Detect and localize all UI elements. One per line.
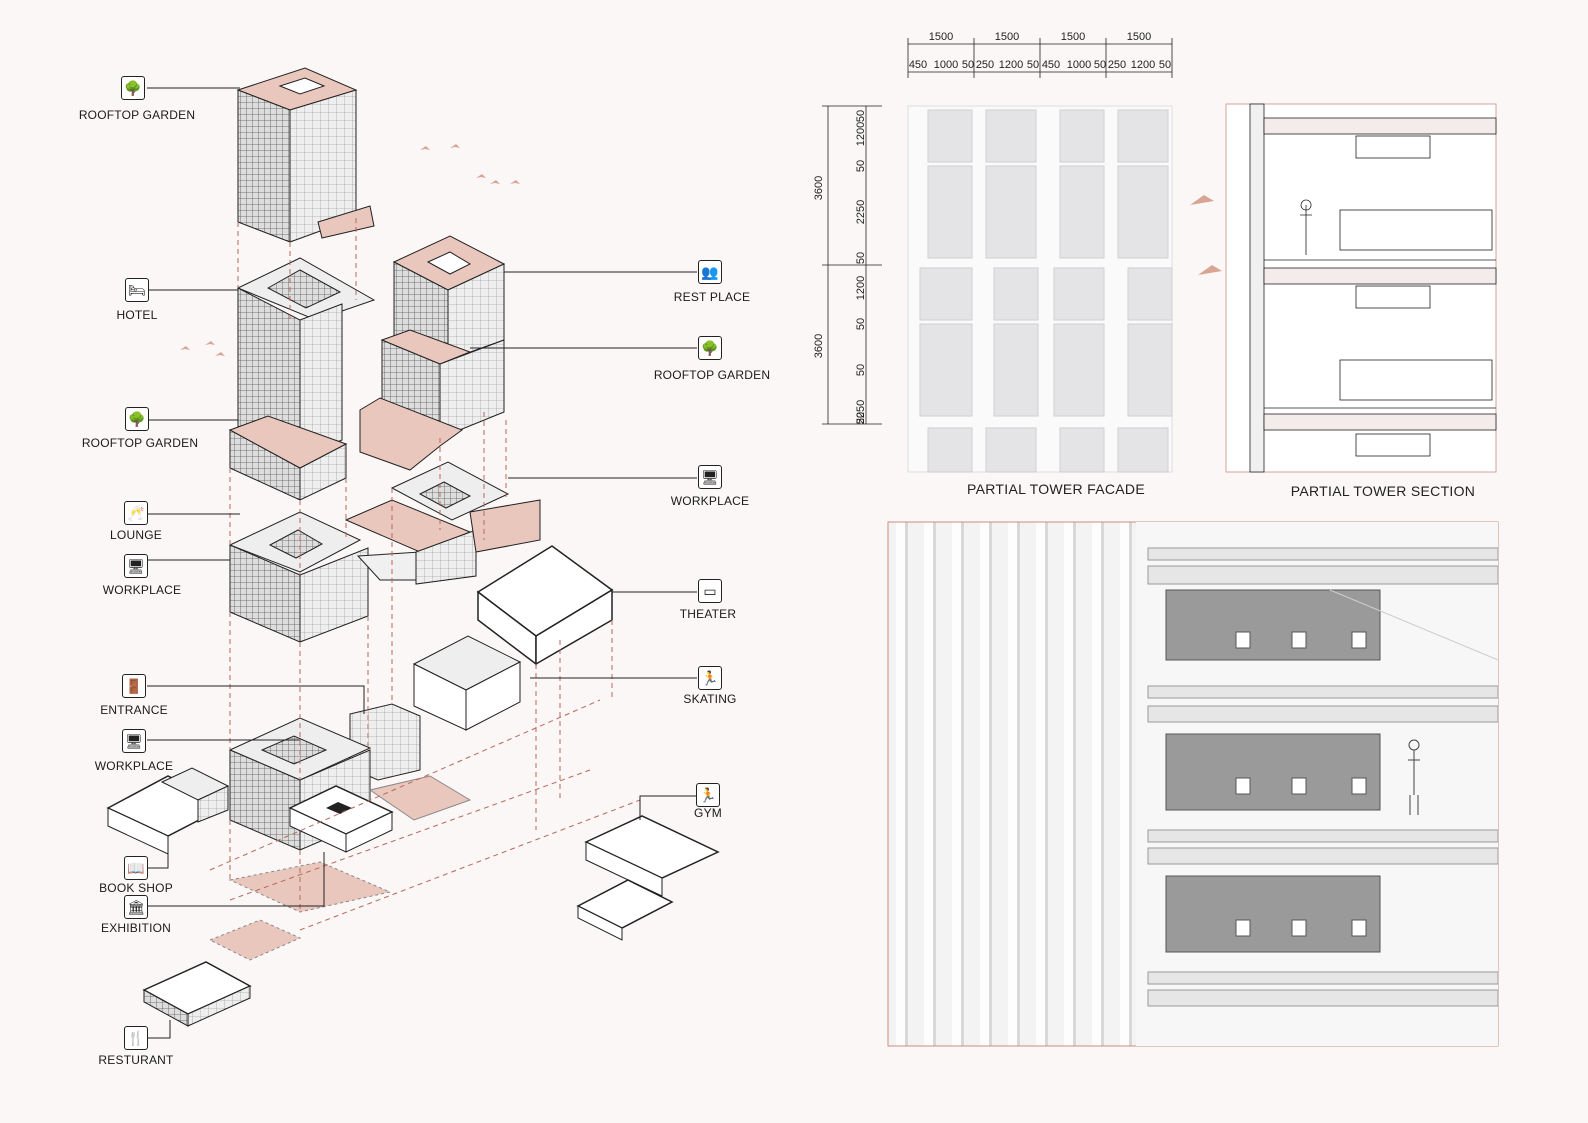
dimension-value: 50	[962, 59, 974, 71]
runner-icon: 🏃	[698, 666, 722, 690]
label-hotel: HOTEL	[116, 308, 158, 322]
dashed-guides	[209, 218, 641, 931]
label-entrance: ENTRANCE	[100, 703, 168, 717]
exhibition-icon: 🏛	[124, 895, 148, 919]
dimension-value: 1500	[1127, 31, 1151, 43]
label-lounge: LOUNGE	[110, 528, 162, 542]
bed-icon: 🛏	[125, 278, 149, 302]
cutlery-icon: 🍴	[124, 1026, 148, 1050]
dimension-value: 1000	[934, 59, 958, 71]
dimension-value: 3600	[813, 176, 825, 200]
dimension-value: 50	[1027, 59, 1039, 71]
runner-icon: 🏃	[696, 783, 720, 807]
dimension-value: 1200	[999, 59, 1023, 71]
dimension-value: 50	[855, 412, 867, 424]
label-theater: THEATER	[679, 607, 737, 621]
dimension-value: 50	[1094, 59, 1106, 71]
leader-lines	[147, 87, 697, 1039]
dimension-value: 1200	[855, 122, 867, 146]
dimension-value: 50	[1159, 59, 1171, 71]
label-workplace-lower: WORKPLACE	[94, 759, 174, 773]
facade-elevation	[907, 105, 1173, 473]
people-icon: 👥	[698, 260, 722, 284]
dimension-value: 1500	[1061, 31, 1085, 43]
label-rooftop-garden-left: ROOFTOP GARDEN	[81, 436, 199, 450]
tree-icon: 🌳	[698, 336, 722, 360]
desk-icon: 🖥	[122, 729, 146, 753]
label-rooftop-garden-top: ROOFTOP GARDEN	[78, 108, 196, 122]
tower-section	[1225, 103, 1497, 473]
tower-top-block	[236, 67, 375, 243]
label-skating: SKATING	[683, 692, 737, 706]
podium-mid-block	[228, 461, 541, 643]
dimension-value: 2250	[855, 400, 867, 424]
dimension-value: 250	[976, 59, 994, 71]
dimension-value: 50	[855, 318, 867, 330]
dimension-value: 50	[855, 364, 867, 376]
desk-icon: 🖥	[698, 465, 722, 489]
dimension-value: 2250	[855, 200, 867, 224]
label-book-shop: BOOK SHOP	[99, 881, 173, 895]
tree-icon: 🌳	[125, 407, 149, 431]
ground-block	[106, 717, 720, 1027]
label-gym: GYM	[694, 806, 722, 820]
glasses-icon: 🥂	[124, 501, 148, 525]
label-workplace-right: WORKPLACE	[670, 494, 750, 508]
theater-block	[349, 545, 614, 781]
door-icon: 🚪	[122, 674, 146, 698]
desk-icon: 🖥	[124, 554, 148, 578]
book-icon: 📖	[124, 856, 148, 880]
caption-partial-tower-section: PARTIAL TOWER SECTION	[1290, 483, 1476, 499]
label-resturant: RESTURANT	[98, 1053, 174, 1067]
label-exhibition: EXHIBITION	[100, 921, 172, 935]
dim-text-side-major: 3600 3600	[813, 176, 825, 358]
dimension-value: 250	[1108, 59, 1126, 71]
screen-icon: ▭	[698, 579, 722, 603]
dimension-value: 450	[1042, 59, 1060, 71]
label-rest-place: REST PLACE	[673, 290, 751, 304]
tree-icon: 🌳	[121, 76, 145, 100]
label-rooftop-garden-right: ROOFTOP GARDEN	[653, 368, 771, 382]
dimension-value: 1200	[1131, 59, 1155, 71]
dimension-value: 1500	[995, 31, 1019, 43]
dim-text-top-major: 1500 1500 1500 1500	[929, 31, 1151, 43]
interior-perspective	[887, 521, 1499, 1047]
dimension-value: 1500	[929, 31, 953, 43]
tower-rest-block	[359, 235, 506, 471]
dimension-lines	[822, 38, 1173, 425]
tower-hotel-block	[228, 257, 376, 501]
label-workplace-left: WORKPLACE	[102, 583, 182, 597]
caption-partial-tower-facade: PARTIAL TOWER FACADE	[967, 481, 1145, 497]
dimension-value: 50	[855, 252, 867, 264]
dimension-value: 1000	[1067, 59, 1091, 71]
dimension-value: 50	[855, 160, 867, 172]
dimension-value: 3600	[813, 334, 825, 358]
dimension-value: 450	[909, 59, 927, 71]
dimension-value: 50	[855, 110, 867, 122]
dimension-value: 1200	[855, 276, 867, 300]
